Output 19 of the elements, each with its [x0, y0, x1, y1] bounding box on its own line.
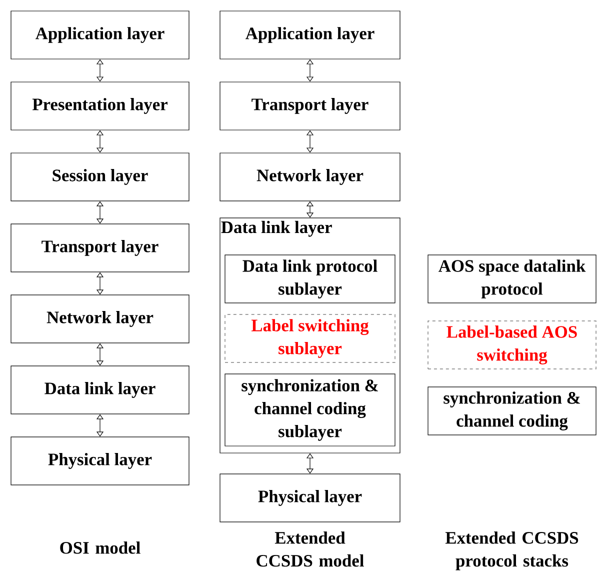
layer-box: Transport layer — [220, 82, 400, 130]
layer-box: Presentation layer — [10, 82, 190, 130]
caption: OSI model — [60, 542, 140, 554]
sublayer-box: Label switching sublayer — [224, 314, 396, 363]
sublayer-box: Data link protocol sublayer — [224, 254, 396, 304]
layer-box: Network layer — [10, 294, 190, 344]
layer-box: Physical layer — [220, 474, 400, 522]
sublayer-box: Label-based AOS switching — [428, 320, 596, 370]
layer-box: Application layer — [10, 10, 190, 60]
layer-box: Network layer — [220, 152, 400, 202]
layer-box: Physical layer — [10, 436, 190, 486]
layer-box: Transport layer — [10, 224, 190, 272]
layer-box: Data link layer — [10, 366, 190, 414]
layer-box: Session layer — [10, 152, 190, 202]
caption: Extended CCSDS protocol stacks — [445, 532, 578, 570]
sublayer-box: AOS space datalink protocol — [428, 254, 596, 304]
layer-box: Application layer — [220, 10, 400, 60]
sublayer-box: synchronization & channel coding — [428, 386, 596, 436]
sublayer-box: synchronization & channel coding sublayer — [224, 374, 396, 446]
